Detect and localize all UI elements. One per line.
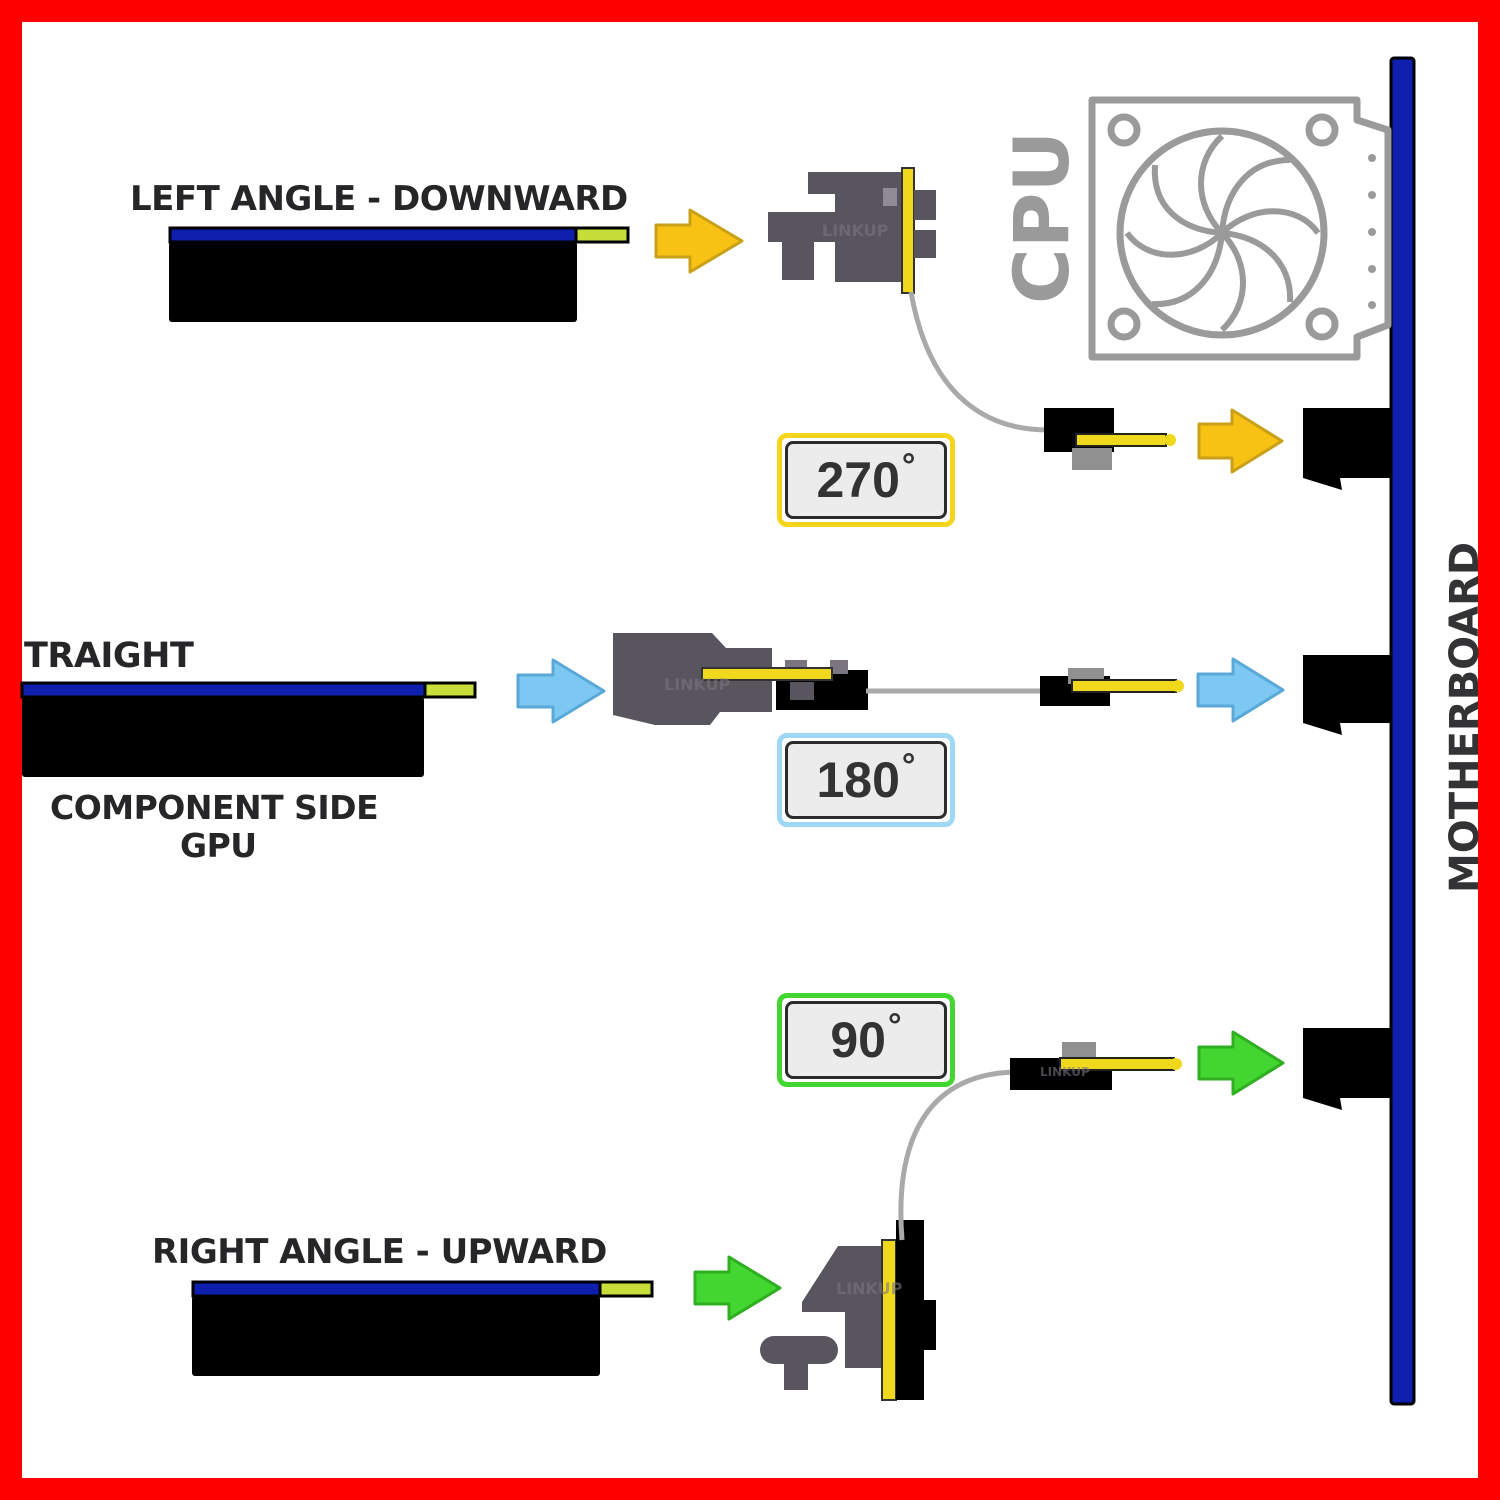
- arrow-right-icon: [516, 658, 606, 724]
- cpu-fan-icon: [1088, 96, 1392, 361]
- motherboard-board: [1389, 56, 1416, 1406]
- label-left-angle-downward: LEFT ANGLE - DOWNWARD: [130, 179, 628, 219]
- angle-badge-180: 180°: [777, 733, 955, 827]
- riser-connector-top: [768, 167, 936, 294]
- gpu-card-middle: [20, 681, 477, 777]
- cpu-label: CPU: [997, 131, 1086, 304]
- label-gpu: GPU: [180, 826, 257, 865]
- arrow-right-icon: [654, 208, 744, 274]
- riser-connector-bottom: [760, 1220, 936, 1401]
- label-right-angle-upward: RIGHT ANGLE - UPWARD: [152, 1232, 607, 1272]
- riser-plug-top: [1044, 408, 1176, 470]
- brand-watermark: LINKUP: [836, 1279, 903, 1298]
- angle-badge-90: 90°: [777, 993, 955, 1087]
- degree-symbol: °: [901, 746, 916, 785]
- label-component-side: COMPONENT SIDE: [50, 788, 379, 827]
- degree-symbol: °: [901, 446, 916, 485]
- pcie-slot-middle: [1303, 655, 1391, 735]
- brand-watermark: LINKUP: [822, 221, 889, 240]
- brand-watermark: LINKUP: [664, 675, 731, 694]
- degree-symbol: °: [888, 1006, 902, 1045]
- riser-plug-middle: [1040, 668, 1184, 706]
- riser-plug-bottom: [1010, 1042, 1182, 1090]
- gpu-card-bottom: [191, 1280, 654, 1376]
- angle-value: 180: [816, 752, 900, 808]
- riser-connector-middle: [613, 633, 868, 725]
- arrow-right-icon: [693, 1255, 782, 1321]
- angle-badge-270: 270°: [777, 433, 955, 527]
- arrow-right-icon: [1196, 657, 1285, 723]
- pcie-slot-bottom: [1303, 1028, 1391, 1110]
- angle-value: 90: [830, 1012, 886, 1068]
- angle-value: 270: [816, 452, 900, 508]
- riser-cable-bottom: [898, 1069, 1015, 1241]
- arrow-right-icon: [1197, 408, 1284, 474]
- label-straight: TRAIGHT: [24, 636, 194, 676]
- riser-cable-top: [908, 291, 1049, 433]
- gpu-card-top: [168, 226, 630, 322]
- arrow-right-icon: [1197, 1030, 1285, 1096]
- brand-watermark: LINKUP: [1040, 1065, 1090, 1079]
- pcie-slot-top: [1303, 408, 1391, 490]
- motherboard-label: MOTHERBOARD: [1442, 542, 1488, 893]
